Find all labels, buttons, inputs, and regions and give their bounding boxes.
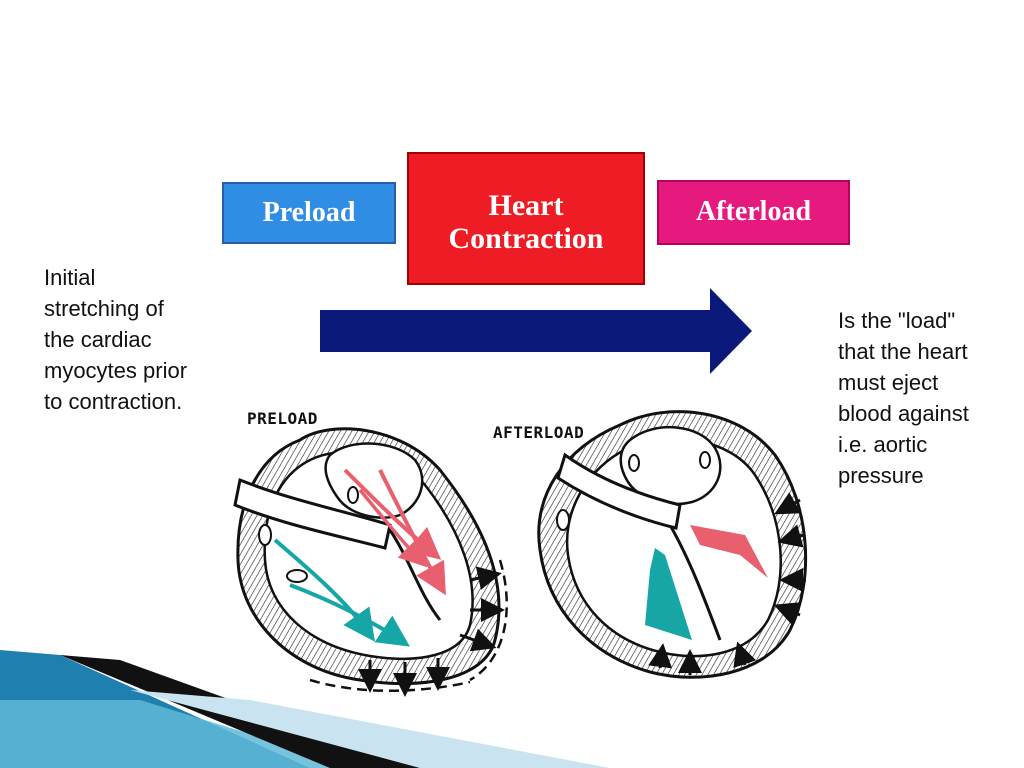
preload-teal-flow-1 (273, 538, 376, 642)
preload-valve-b (286, 569, 308, 583)
afterload-heart-label: AFTERLOAD (493, 423, 585, 442)
afterload-atrium (619, 425, 722, 506)
afterload-pink-flow (690, 525, 768, 578)
afterload-description: Is the "load" that the heart must eject … (838, 308, 969, 488)
afterload-septum (668, 524, 722, 641)
afterload-wall-arrow-1 (774, 492, 801, 515)
flow-arrow-shape (320, 288, 752, 374)
corner-pale-stripe (130, 690, 610, 768)
afterload-wall-arrow-7 (733, 641, 757, 669)
preload-valve-c (347, 486, 359, 504)
heart-contraction-line1: Heart (488, 188, 564, 222)
preload-dashed-bottom (309, 678, 471, 692)
preload-pink-flow-2 (378, 469, 446, 596)
afterload-wall-arrow-4 (773, 602, 801, 625)
preload-heart (233, 427, 508, 697)
preload-stretch-arrow-1 (469, 566, 502, 590)
preload-stretch-arrow-3 (459, 628, 497, 652)
preload-box: Preload (222, 182, 396, 244)
afterload-heart (537, 410, 808, 679)
preload-septum (388, 529, 442, 621)
heart-contraction-line2: Contraction (448, 221, 604, 255)
afterload-box: Afterload (657, 180, 850, 245)
afterload-valve-a (628, 454, 640, 472)
preload-heart-label: PRELOAD (247, 409, 318, 428)
preload-dashed-outline (469, 559, 508, 682)
afterload-box-label: Afterload (695, 196, 812, 228)
afterload-valve-c (556, 509, 570, 531)
afterload-valve-b (699, 451, 711, 469)
preload-teal-flow-2 (289, 583, 410, 647)
corner-light-wedge (0, 700, 360, 768)
preload-vessel (233, 477, 392, 550)
afterload-wall-arrow-2 (777, 524, 805, 548)
preload-box-label: Preload (262, 196, 356, 228)
preload-description: Initial stretching of the cardiac myocyt… (44, 265, 188, 414)
afterload-wall-arrow-6 (648, 643, 673, 669)
preload-valve-a (258, 524, 272, 546)
preload-pink-flow-3 (358, 488, 428, 568)
heart-contraction-label: Heart Contraction (449, 189, 604, 255)
heart-contraction-box: Heart Contraction (407, 152, 645, 285)
afterload-vessel (556, 452, 682, 530)
afterload-teal-flow (645, 548, 692, 640)
